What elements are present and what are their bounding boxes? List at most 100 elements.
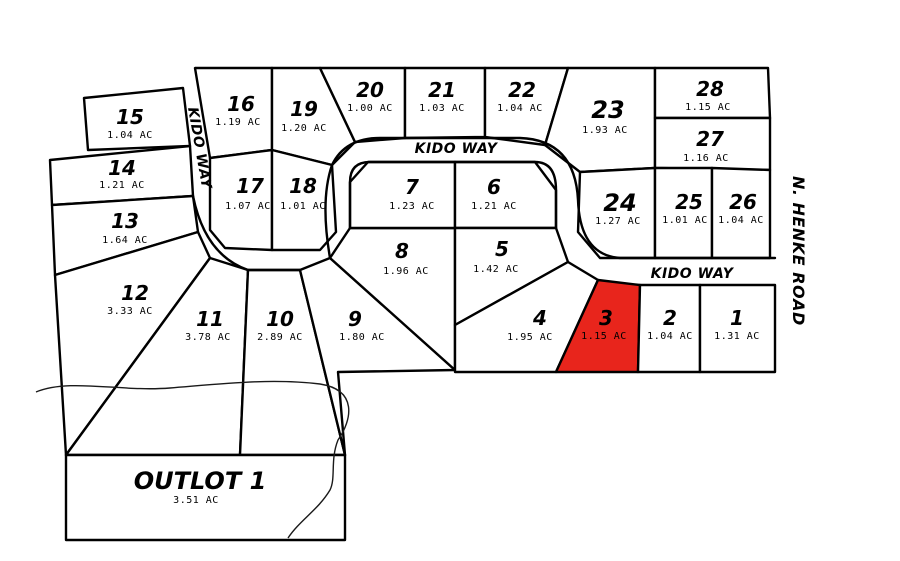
lot-label-21: 211.03 AC xyxy=(419,78,465,114)
lot-number: 10 xyxy=(266,307,294,331)
lot-number: 5 xyxy=(495,237,509,261)
street-label-henke-road: N. HENKE ROAD xyxy=(789,176,808,326)
lot-acreage: 1.19 AC xyxy=(215,117,261,128)
lot-acreage: 1.03 AC xyxy=(419,103,465,114)
lot-acreage: 1.31 AC xyxy=(714,331,760,342)
lot-acreage: 1.07 AC xyxy=(225,201,271,212)
lot-acreage: 3.78 AC xyxy=(185,332,231,343)
lot-number: 9 xyxy=(348,307,362,331)
lot-number: 16 xyxy=(227,92,255,116)
lot-number: 13 xyxy=(111,209,139,233)
lot-number: 20 xyxy=(356,78,384,102)
lot-number: 15 xyxy=(116,105,144,129)
lot-number: 26 xyxy=(729,190,757,214)
lot-acreage: 1.20 AC xyxy=(281,123,327,134)
lot-acreage: 1.21 AC xyxy=(471,201,517,212)
lot-acreage: 1.27 AC xyxy=(595,216,641,227)
lot-label-6: 6 1.21 AC xyxy=(471,175,517,212)
lot-acreage: 1.95 AC xyxy=(507,332,553,343)
lot-number: 12 xyxy=(121,281,149,305)
lot-19-parcel[interactable] xyxy=(270,66,357,167)
lot-acreage: 1.93 AC xyxy=(582,125,628,136)
lot-number: 14 xyxy=(108,156,136,180)
kido-way-outer-loop xyxy=(324,136,777,260)
lot-label-outlot-1: OUTLOT 13.51 AC xyxy=(134,467,267,506)
lot-label-19: 19 1.20 AC xyxy=(281,97,327,134)
lot-label-13: 13 1.64 AC xyxy=(102,209,148,246)
lot-acreage: 1.42 AC xyxy=(473,264,519,275)
lot-acreage: 1.04 AC xyxy=(647,331,693,342)
lot-number: 11 xyxy=(196,307,224,331)
lot-label-23: 231.93 AC xyxy=(582,96,628,136)
lot-label-12: 123.33 AC xyxy=(107,281,153,317)
lot-label-18: 18 1.01 AC xyxy=(280,174,326,212)
lot-number: 25 xyxy=(675,190,703,214)
lot-label-4: 4 1.95 AC xyxy=(507,306,553,343)
lot-label-28: 281.15 AC xyxy=(685,77,731,113)
lot-number: 4 xyxy=(532,306,547,330)
lot-label-11: 113.78 AC xyxy=(185,307,231,343)
lot-number: 6 xyxy=(487,175,501,199)
lot-acreage: 1.80 AC xyxy=(339,332,385,343)
lot-number: 21 xyxy=(428,78,456,102)
lot-9-parcel[interactable] xyxy=(298,256,457,457)
lot-number: 3 xyxy=(599,306,613,330)
lot-number: 17 xyxy=(236,174,264,198)
lot-boundaries xyxy=(48,66,777,542)
road-edges xyxy=(191,136,777,272)
lot-acreage: 1.00 AC xyxy=(347,103,393,114)
creek-line xyxy=(35,380,350,539)
lot-label-9: 91.80 AC xyxy=(339,307,385,343)
lot-acreage: 1.15 AC xyxy=(581,331,627,342)
lot-label-5: 5 1.42 AC xyxy=(473,237,519,275)
lot-number: 7 xyxy=(405,175,419,199)
lot-number: 1 xyxy=(730,306,744,330)
lot-acreage: 1.04 AC xyxy=(107,130,153,141)
lot-acreage: 1.21 AC xyxy=(99,180,145,191)
street-label-kido-way-right: KIDO WAY xyxy=(651,266,735,282)
lot-label-16: 161.19 AC xyxy=(215,92,261,128)
lot-7-parcel[interactable] xyxy=(348,160,457,230)
lot-17-parcel[interactable] xyxy=(208,148,274,252)
lot-acreage: 1.23 AC xyxy=(389,201,435,212)
lot-label-1: 11.31 AC xyxy=(714,306,760,342)
lot-labels: 151.04 AC 141.21 AC 131.64 AC 123.33 AC … xyxy=(99,77,764,506)
lot-label-8: 8 1.96 AC xyxy=(383,239,429,277)
lot-number: 18 xyxy=(289,174,317,198)
lot-label-7: 7 1.23 AC xyxy=(389,175,435,212)
lot-acreage: 1.01 AC xyxy=(662,215,708,226)
lot-acreage: 1.64 AC xyxy=(102,235,148,246)
lot-number: 27 xyxy=(696,127,724,151)
lot-label-26: 261.04 AC xyxy=(718,190,764,226)
lot-number: 2 xyxy=(663,306,677,330)
lot-6-parcel[interactable] xyxy=(453,160,558,230)
lot-label-22: 221.04 AC xyxy=(497,78,543,114)
lot-label-17: 17 1.07 AC xyxy=(225,174,271,212)
lot-number: 23 xyxy=(591,96,624,124)
lot-acreage: 3.33 AC xyxy=(107,306,153,317)
lot-label-24: 241.27 AC xyxy=(595,189,641,227)
lot-label-25: 251.01 AC xyxy=(662,190,708,226)
lot-label-2: 21.04 AC xyxy=(647,306,693,342)
lot-acreage: 1.15 AC xyxy=(685,102,731,113)
kido-way-left-curve xyxy=(191,194,302,272)
kido-way-inner-loop xyxy=(348,160,558,230)
lot-number: 8 xyxy=(395,239,409,263)
lot-number: 19 xyxy=(290,97,318,121)
lot-number: 22 xyxy=(508,78,536,102)
lot-acreage: 1.01 AC xyxy=(280,201,326,212)
lot-label-27: 271.16 AC xyxy=(683,127,728,164)
outlot-name: OUTLOT 1 xyxy=(134,467,267,495)
lot-acreage: 1.04 AC xyxy=(497,103,543,114)
lot-label-3: 31.15 AC xyxy=(581,306,627,342)
lot-label-10: 102.89 AC xyxy=(257,307,303,343)
lot-acreage: 1.96 AC xyxy=(383,266,429,277)
street-label-kido-way-top: KIDO WAY xyxy=(415,141,499,157)
lot-acreage: 3.51 AC xyxy=(173,495,219,506)
lot-number: 24 xyxy=(603,189,636,217)
outlot-1-parcel[interactable] xyxy=(64,453,347,542)
lot-acreage: 1.04 AC xyxy=(718,215,764,226)
lot-acreage: 2.89 AC xyxy=(257,332,303,343)
lot-1-parcel[interactable] xyxy=(698,283,777,374)
